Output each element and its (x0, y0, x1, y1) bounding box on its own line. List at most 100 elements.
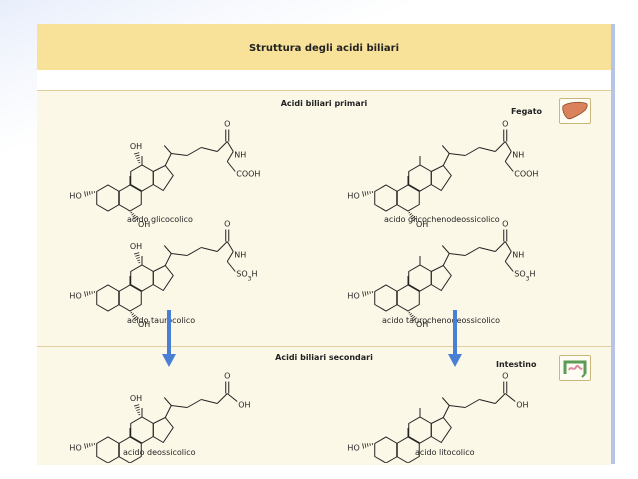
side-chain-bond (479, 247, 496, 252)
acid-bond (504, 393, 516, 402)
molecule-name: acido litocolico (415, 448, 475, 457)
ring-d (430, 164, 452, 192)
tail-bond (504, 151, 512, 162)
side-chain-bond (163, 145, 172, 154)
ring-b (118, 284, 142, 312)
hashed-bond (130, 211, 139, 222)
hashed-bond (362, 191, 373, 197)
side-chain-bond (171, 405, 188, 408)
side-chain-bond (164, 405, 172, 418)
hashed-bond (133, 404, 141, 416)
liver-label: Fegato (511, 107, 543, 116)
hydroxyl-label: OH (138, 220, 150, 229)
molecule-name: acido deossicolico (123, 448, 196, 457)
side-chain-bond (465, 399, 480, 408)
side-chain-bond (164, 153, 172, 166)
hydroxyl-label: OH (516, 401, 528, 410)
ring-d (152, 264, 174, 292)
hydroxyl-label: OH (416, 220, 428, 229)
molecule-glycocholic: O NH COOH HO OH OH (42, 109, 302, 230)
bile-acids-figure: Struttura degli acidi biliari Fegato Aci… (37, 24, 611, 465)
side-chain-bond (441, 145, 450, 154)
steroid-structure: O OH HO (347, 372, 529, 464)
so3h-label: SO3H (236, 270, 257, 283)
liver-icon (559, 98, 591, 124)
ring-b (396, 284, 420, 312)
hashed-bond (408, 311, 417, 322)
hashed-bond (84, 443, 95, 449)
side-chain-bond (479, 147, 496, 152)
ring-d (152, 164, 174, 192)
side-chain-bond (187, 399, 202, 408)
hydroxyl-label: HO (69, 192, 81, 201)
side-chain-bond (441, 245, 450, 254)
tail-bond (504, 161, 514, 172)
hydroxyl-label: HO (347, 192, 359, 201)
side-chain-bond (216, 141, 228, 152)
tail-bond (226, 261, 236, 272)
amide-bond (226, 141, 234, 152)
side-chain-bond (171, 253, 188, 256)
hashed-bond (133, 152, 141, 164)
figure-header: Struttura degli acidi biliari (37, 24, 611, 70)
side-chain-bond (449, 153, 466, 156)
side-chain-bond (494, 241, 506, 252)
side-chain-bond (201, 147, 218, 152)
cooh-label: COOH (236, 170, 260, 179)
hashed-bond (84, 291, 95, 297)
amide-bond (504, 141, 512, 152)
tail-bond (226, 161, 236, 172)
cooh-label: COOH (514, 170, 538, 179)
hashed-bond (130, 311, 139, 322)
carbonyl-oxygen: O (224, 120, 230, 129)
hydroxyl-label: OH (130, 242, 142, 251)
molecule-taurochenodeoxycholic: O NH SO3H HO OH (320, 209, 580, 330)
ring-d (430, 416, 452, 444)
amide-bond (504, 241, 512, 252)
steroid-structure: O NH SO3H HO OH (347, 220, 535, 330)
nh-label: NH (512, 251, 524, 260)
side-chain-bond (494, 393, 506, 404)
molecule-name: acido taurochenodeossicolico (382, 316, 500, 325)
side-chain-bond (163, 397, 172, 406)
carbonyl-oxygen: O (502, 372, 508, 381)
ring-a (96, 436, 120, 464)
carbonyl-oxygen: O (502, 120, 508, 129)
conversion-arrow-left (162, 310, 176, 367)
side-chain-bond (442, 253, 450, 266)
nh-label: NH (234, 251, 246, 260)
side-chain-bond (201, 399, 218, 404)
intestine-label: Intestino (496, 360, 537, 369)
side-chain-bond (163, 245, 172, 254)
hydroxyl-label: OH (238, 401, 250, 410)
hashed-bond (84, 191, 95, 197)
side-chain-bond (187, 247, 202, 256)
tail-bond (504, 251, 512, 262)
so3h-label: SO3H (514, 270, 535, 283)
hashed-bond (362, 291, 373, 297)
side-chain-bond (465, 247, 480, 256)
primary-heading: Acidi biliari primari (280, 99, 368, 108)
side-chain-bond (494, 141, 506, 152)
slide-accent-stripe (611, 24, 615, 464)
hydroxyl-label: OH (138, 320, 150, 329)
hydroxyl-label: HO (347, 292, 359, 301)
molecule-name: acido glicocolico (127, 215, 193, 224)
hashed-bond (408, 211, 417, 222)
nh-label: NH (234, 151, 246, 160)
carbonyl-oxygen: O (502, 220, 508, 229)
acid-bond (226, 393, 238, 402)
molecule-name: acido glicochenodeossicolico (384, 215, 500, 224)
side-chain-bond (216, 393, 228, 404)
tail-bond (226, 151, 234, 162)
secondary-heading: Acidi biliari secondari (275, 353, 373, 362)
side-chain-bond (465, 147, 480, 156)
ring-a (96, 284, 120, 312)
hydroxyl-label: HO (347, 444, 359, 453)
carbonyl-oxygen: O (224, 372, 230, 381)
hydroxyl-label: OH (130, 142, 142, 151)
